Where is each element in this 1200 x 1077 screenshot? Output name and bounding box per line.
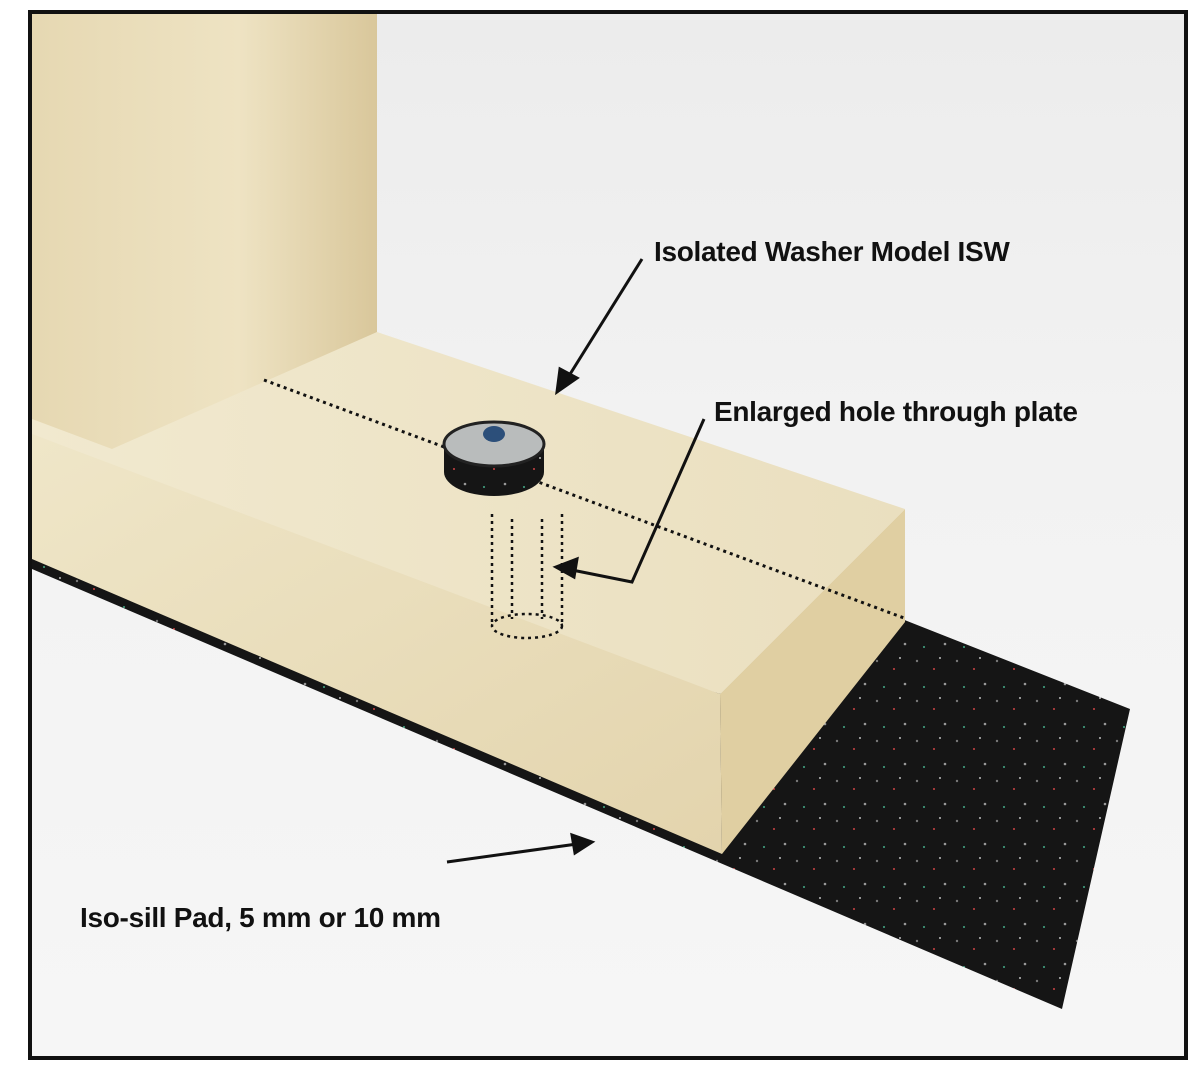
sill-plate-front — [32, 434, 722, 854]
pad-label: Iso-sill Pad, 5 mm or 10 mm — [80, 902, 441, 933]
wood-post — [32, 14, 377, 449]
photo-illustration — [32, 14, 1130, 1009]
washer-label: Isolated Washer Model ISW — [654, 236, 1010, 267]
annotation-arrows — [446, 258, 706, 864]
annotated-photo: Isolated Washer Model ISW Enlarged hole … — [28, 10, 1188, 1060]
hole-outline — [490, 514, 564, 640]
sill-plate-top — [32, 332, 905, 694]
sill-plate-end — [720, 509, 905, 854]
isolated-washer — [442, 420, 546, 496]
hole-label: Enlarged hole through plate — [714, 396, 1078, 427]
